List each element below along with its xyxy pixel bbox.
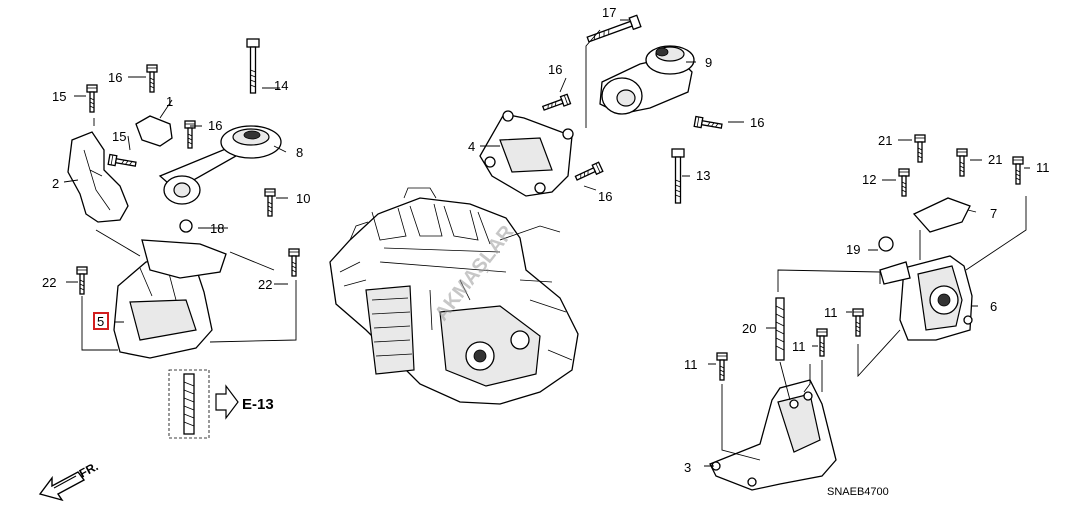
callout-21-b[interactable]: 21 [988,152,1002,167]
callout-16-d[interactable]: 16 [750,115,764,130]
callout-12[interactable]: 12 [862,172,876,187]
callout-17[interactable]: 17 [602,5,616,20]
bracket-part-1[interactable] [135,115,173,147]
right-top-mount-group [777,134,1030,378]
callout-8[interactable]: 8 [296,145,303,160]
callout-10[interactable]: 10 [296,191,310,206]
diagram-code: SNAEB4700 [827,486,889,498]
callout-2[interactable]: 2 [52,176,59,191]
highlight-box [93,312,109,330]
reference-arrow-icon[interactable] [215,384,239,420]
callout-15-a[interactable]: 15 [52,89,66,104]
callout-22-a[interactable]: 22 [42,275,56,290]
reference-label[interactable]: E-13 [242,396,274,413]
left-mount-group [63,38,300,359]
callout-16-c[interactable]: 16 [548,62,562,77]
engine-assembly: AKMAŞLAR [329,187,579,405]
callout-15-b[interactable]: 15 [112,129,126,144]
callout-11-c[interactable]: 11 [684,357,698,372]
stud-part-20[interactable] [775,297,785,361]
callout-16-a[interactable]: 16 [108,70,122,85]
callout-16-b[interactable]: 16 [208,118,222,133]
callout-4[interactable]: 4 [468,139,475,154]
callout-22-b[interactable]: 22 [258,277,272,292]
callout-16-e[interactable]: 16 [598,189,612,204]
callout-7[interactable]: 7 [990,206,997,221]
reference-stud [168,369,210,439]
callout-21-a[interactable]: 21 [878,133,892,148]
right-lower-mount-group [704,297,852,491]
callout-11-b[interactable]: 11 [792,339,806,354]
top-center-mount-group [479,14,744,204]
callout-18[interactable]: 18 [210,221,224,236]
callout-19[interactable]: 19 [846,242,860,257]
bracket-part-7[interactable] [912,197,971,233]
callout-9[interactable]: 9 [705,55,712,70]
callout-11-d[interactable]: 11 [1036,160,1050,175]
bracket-part-2[interactable] [67,131,129,223]
callout-11-a[interactable]: 11 [824,305,838,320]
callout-6[interactable]: 6 [990,299,997,314]
callout-5[interactable]: 5 [97,314,104,329]
callout-1[interactable]: 1 [166,94,173,109]
callout-3[interactable]: 3 [684,460,691,475]
callout-13[interactable]: 13 [696,168,710,183]
front-arrow-icon [38,471,86,502]
callout-20[interactable]: 20 [742,321,756,336]
callout-labels: 1 2 3 4 5 6 7 8 9 10 11 11 11 11 12 13 1… [42,5,1050,475]
callout-14[interactable]: 14 [274,78,288,93]
